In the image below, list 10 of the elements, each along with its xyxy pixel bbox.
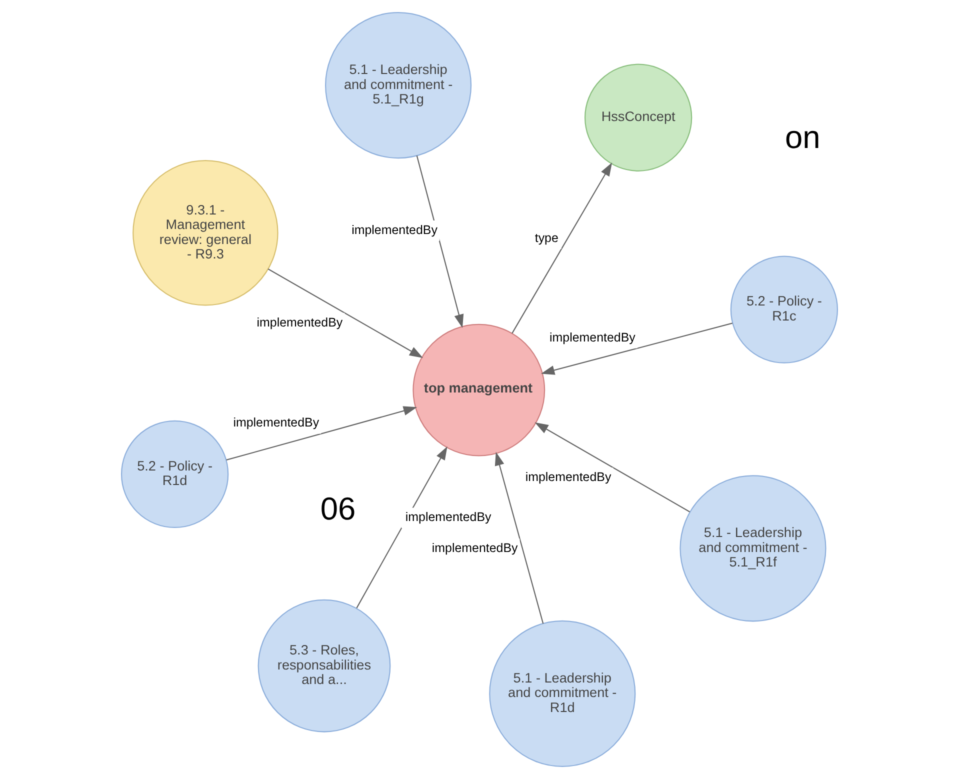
- edge-label: implementedBy: [432, 541, 518, 556]
- edge-label: implementedBy: [233, 416, 320, 430]
- edge-label: implementedBy: [550, 330, 636, 344]
- edge-label: implementedBy: [405, 510, 492, 524]
- label: on: [785, 118, 820, 155]
- edge-label: type: [534, 230, 558, 245]
- label: 06: [320, 490, 356, 527]
- edge-label: implementedBy: [525, 470, 612, 484]
- edge-label: implementedBy: [352, 222, 438, 237]
- edge-label: implementedBy: [256, 315, 343, 330]
